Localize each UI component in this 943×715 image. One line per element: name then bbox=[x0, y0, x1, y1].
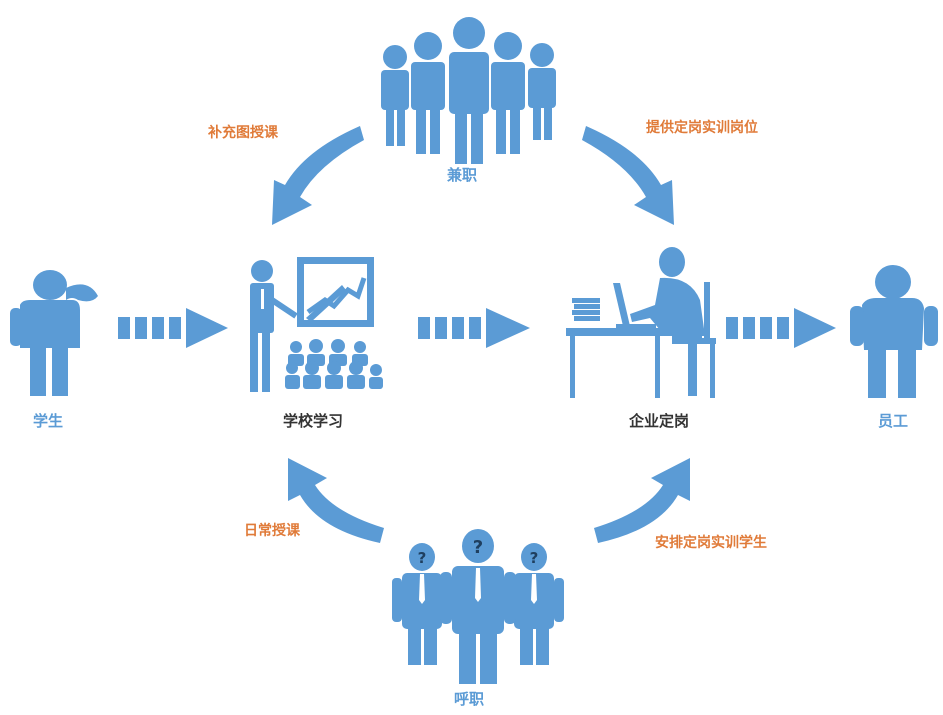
arrow-bottom-left bbox=[288, 458, 384, 543]
arrow-student-to-school bbox=[118, 308, 228, 348]
node-label-student: 学生 bbox=[33, 412, 64, 430]
flow-label-top-right: 提供定岗实训岗位 bbox=[646, 120, 758, 136]
node-label-employee: 员工 bbox=[878, 412, 909, 430]
arrow-school-to-enterprise bbox=[418, 308, 530, 348]
question-mark-center-icon: ? bbox=[473, 537, 483, 558]
flow-label-bottom-right: 安排定岗实训学生 bbox=[655, 535, 767, 551]
person-thinking-icon bbox=[10, 270, 98, 396]
arrow-enterprise-to-employee bbox=[726, 308, 836, 348]
question-mark-right-icon: ? bbox=[530, 549, 539, 567]
group-of-people-icon bbox=[381, 17, 556, 164]
node-label-enterprise-post: 企业定岗 bbox=[629, 412, 690, 430]
flow-label-bottom-left: 日常授课 bbox=[244, 523, 300, 539]
group-label-top: 兼职 bbox=[447, 166, 478, 184]
group-label-bottom: 呼职 bbox=[454, 690, 485, 708]
person-at-desk-icon bbox=[566, 247, 716, 398]
node-label-school-study: 学校学习 bbox=[283, 412, 344, 430]
flow-label-top-left: 补充图授课 bbox=[208, 125, 278, 141]
question-mark-left-icon: ? bbox=[418, 549, 427, 567]
person-standing-icon bbox=[850, 265, 938, 398]
businessmen-question-icon: ? ? ? bbox=[392, 529, 564, 684]
arrow-top-left bbox=[272, 126, 364, 225]
arrow-bottom-right bbox=[594, 458, 690, 543]
teacher-presentation-icon bbox=[250, 257, 383, 392]
arrow-top-right bbox=[582, 126, 674, 225]
